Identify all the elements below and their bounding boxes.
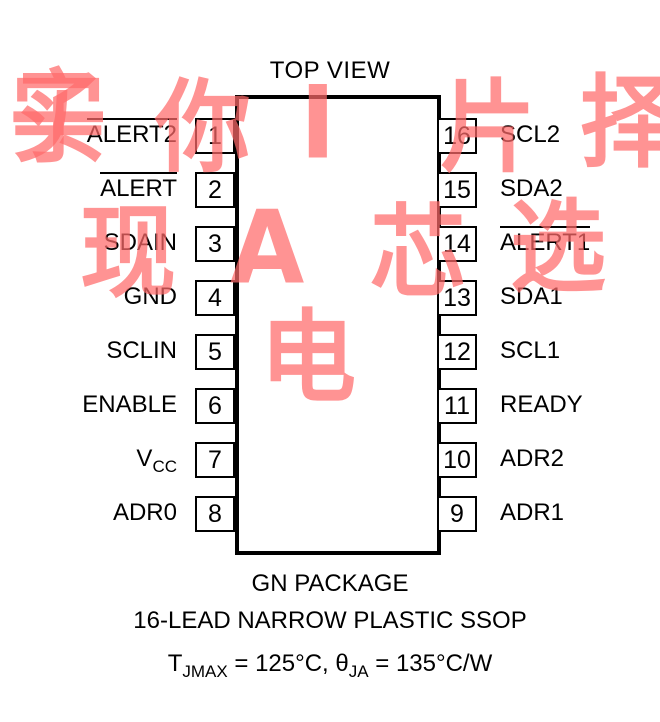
watermark-char: 择 [580, 73, 660, 174]
pin-7-name: V [136, 445, 153, 472]
pin-10-number: 10 [437, 442, 477, 478]
pin-1-number: 1 [195, 118, 235, 154]
pin-10-name: ADR2 [500, 445, 565, 472]
pin-13-number: 13 [437, 280, 477, 316]
pin-3-number: 3 [195, 226, 235, 262]
package-description: 16-LEAD NARROW PLASTIC SSOP [133, 607, 527, 634]
pin-9-number: 9 [437, 496, 477, 532]
package-name: GN PACKAGE [251, 570, 409, 597]
thermal-specs: TJMAX = 125°C, θJA = 135°C/W [0, 650, 660, 682]
pin-7-number: 7 [195, 442, 235, 478]
pin-12-label: SCL1 [500, 336, 560, 366]
pin-9-name: ADR1 [500, 499, 565, 526]
pin-13-label: SDA1 [500, 282, 563, 312]
pin-13-name: SDA1 [500, 283, 563, 310]
pin-12-number: 12 [437, 334, 477, 370]
theta-symbol: θ [335, 650, 349, 677]
pin-10-label: ADR2 [500, 444, 564, 474]
pin-4-label: GND [124, 282, 177, 312]
tjmax-symbol: T [167, 650, 183, 677]
pin-9-label: ADR1 [500, 498, 564, 528]
pin-16-number: 16 [437, 118, 477, 154]
pin-1-label: ALERT2 [86, 118, 177, 150]
pin-5-number: 5 [195, 334, 235, 370]
pin-8-name: ADR0 [112, 499, 177, 526]
tjmax-subscript: JMAX [182, 662, 228, 681]
pin-16-name: SCL2 [500, 121, 561, 148]
pin-11-number: 11 [437, 388, 477, 424]
pin-6-number: 6 [195, 388, 235, 424]
pin-7-label: VCC [136, 444, 177, 482]
pin-15-label: SDA2 [500, 174, 563, 204]
pin-14-name: ALERT1 [500, 226, 591, 256]
pin-2-label: ALERT [100, 172, 177, 204]
pin-14-label: ALERT1 [500, 226, 591, 258]
pin-1-name: ALERT2 [86, 118, 177, 148]
pin-8-number: 8 [195, 496, 235, 532]
pin-15-number: 15 [437, 172, 477, 208]
pin-5-name: SCLIN [106, 337, 177, 364]
pin-7-name-subscript: CC [152, 457, 177, 476]
pin-12-name: SCL1 [500, 337, 561, 364]
tjmax-value: = 125°C, [227, 650, 336, 677]
pin-15-name: SDA2 [500, 175, 563, 202]
theta-subscript: JA [348, 662, 369, 681]
pin-3-name: SDAIN [103, 229, 177, 256]
pin-8-label: ADR0 [113, 498, 177, 528]
pin-3-label: SDAIN [104, 228, 177, 258]
pin-6-label: ENABLE [82, 390, 177, 420]
theta-value: = 135°C/W [368, 650, 493, 677]
pin-6-name: ENABLE [82, 391, 177, 418]
pin-4-name: GND [123, 283, 177, 310]
pin-5-label: SCLIN [106, 336, 177, 366]
pin-11-name: READY [500, 391, 583, 418]
pin-16-label: SCL2 [500, 120, 560, 150]
ic-package-body [235, 95, 441, 555]
pin-4-number: 4 [195, 280, 235, 316]
pin-2-number: 2 [195, 172, 235, 208]
top-view-title: TOP VIEW [269, 57, 391, 84]
pin-14-number: 14 [437, 226, 477, 262]
pin-11-label: READY [500, 390, 583, 420]
pin-2-name: ALERT [100, 172, 177, 202]
